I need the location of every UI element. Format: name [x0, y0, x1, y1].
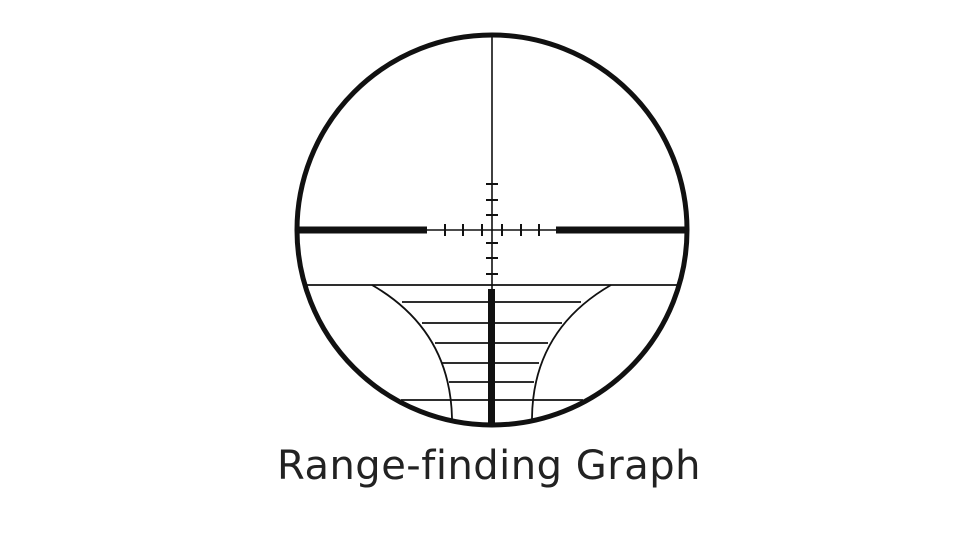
scope-ring [294, 32, 690, 428]
reticle-inner [299, 36, 685, 424]
left-range-curve [371, 284, 453, 424]
right-range-curve [531, 284, 612, 424]
diagram-caption: Range-finding Graph [277, 443, 701, 489]
bottom-thick-post [488, 289, 495, 424]
crosshair [299, 36, 685, 289]
range-finding-stadia [307, 284, 677, 424]
scope-reticle [294, 32, 690, 428]
